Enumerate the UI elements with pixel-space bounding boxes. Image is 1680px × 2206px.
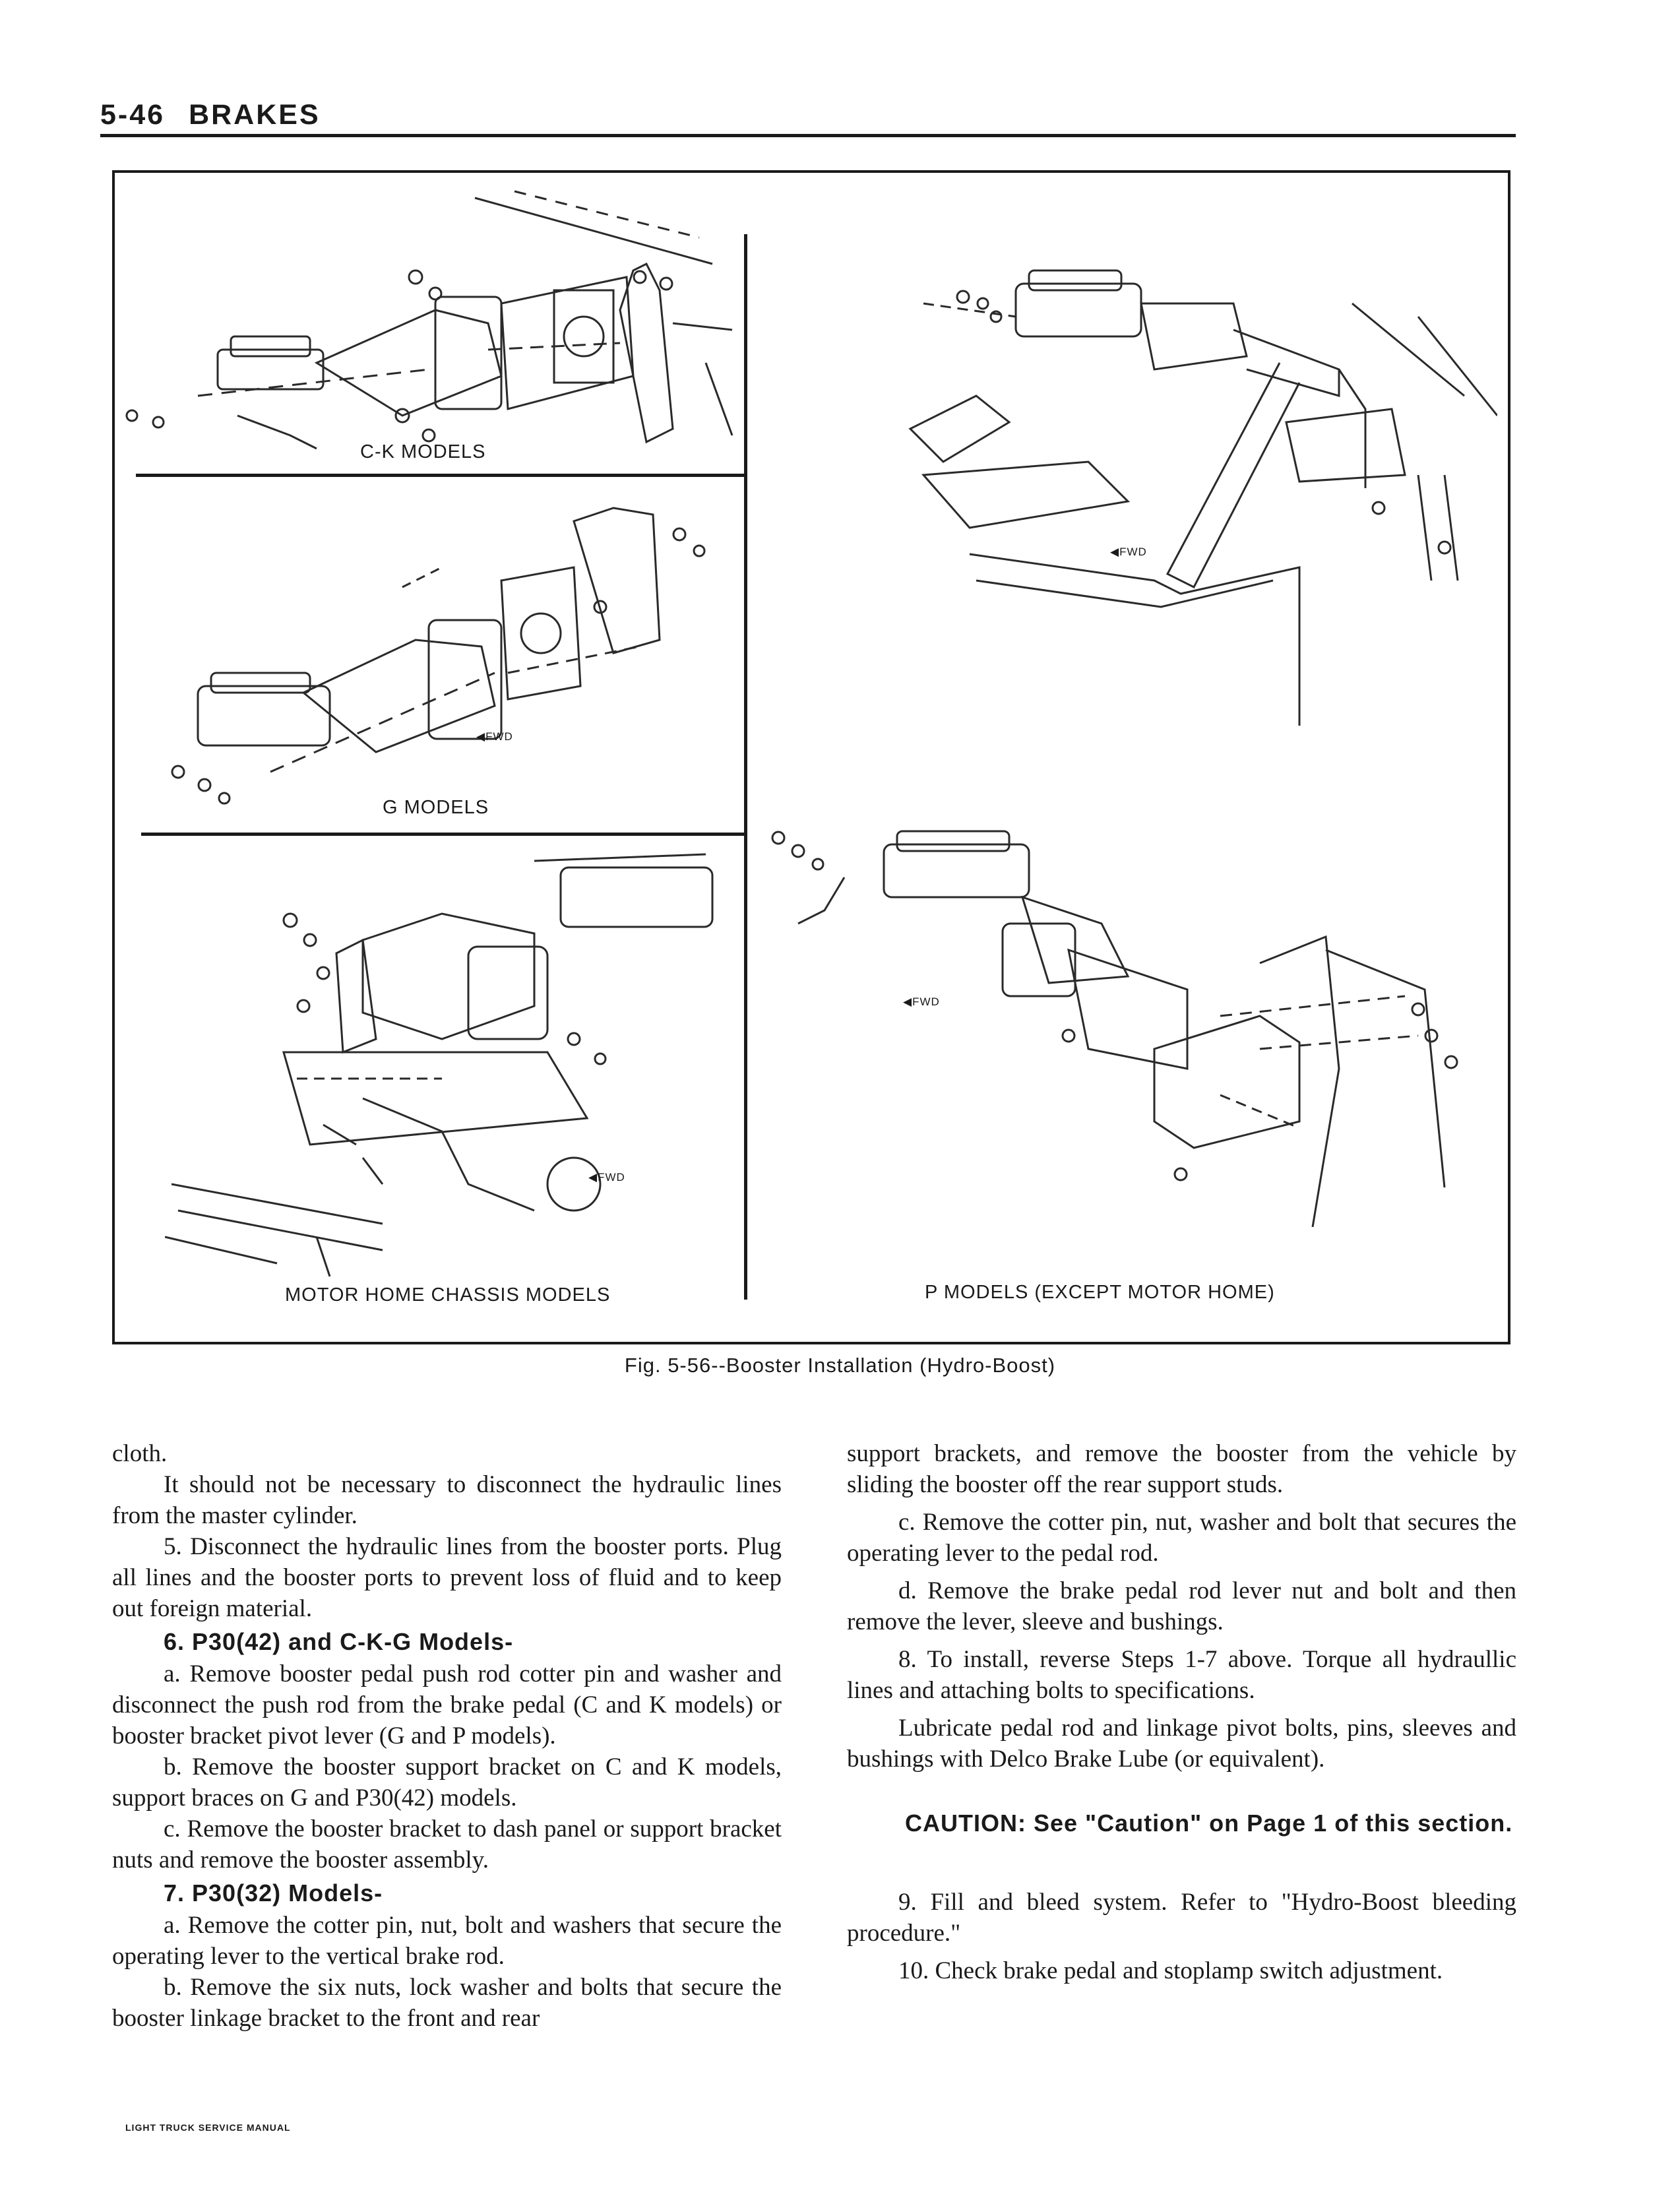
footer: LIGHT TRUCK SERVICE MANUAL bbox=[125, 2122, 291, 2133]
paragraph: b. Remove the six nuts, lock washer and … bbox=[112, 1974, 782, 2032]
p-upper-fwd-arrow: ◀FWD bbox=[1110, 546, 1147, 558]
paragraph: 9. Fill and bleed system. Refer to "Hydr… bbox=[847, 1889, 1516, 1947]
p-lower-fwd-label: FWD bbox=[912, 995, 940, 1008]
section-title: BRAKES bbox=[189, 99, 321, 131]
motor-home-illustration bbox=[165, 841, 739, 1276]
step-heading: 7. P30(32) Models- bbox=[164, 1879, 383, 1907]
g-fwd-label: FWD bbox=[485, 730, 513, 743]
paragraph: 10. Check brake pedal and stoplamp switc… bbox=[898, 1957, 1443, 1984]
paragraph: d. Remove the brake pedal rod lever nut … bbox=[847, 1577, 1516, 1635]
p-models-label: P MODELS (EXCEPT MOTOR HOME) bbox=[925, 1282, 1275, 1303]
left-column: cloth. It should not be necessary to disc… bbox=[112, 1438, 782, 2034]
motor-home-fwd-arrow: ◀FWD bbox=[588, 1171, 625, 1183]
header-rule bbox=[100, 134, 1516, 137]
motor-home-label: MOTOR HOME CHASSIS MODELS bbox=[285, 1284, 611, 1306]
motor-home-fwd-label: FWD bbox=[598, 1171, 625, 1183]
paragraph: 8. To install, reverse Steps 1-7 above. … bbox=[847, 1646, 1516, 1704]
figure-box bbox=[112, 170, 1510, 1344]
p-lower-fwd-arrow: ◀FWD bbox=[903, 995, 940, 1008]
paragraph: cloth. bbox=[112, 1440, 168, 1467]
g-models-illustration bbox=[139, 488, 732, 818]
page-header: 5-46 BRAKES bbox=[100, 99, 321, 131]
g-fwd-arrow: ◀FWD bbox=[476, 730, 513, 743]
paragraph: It should not be necessary to disconnect… bbox=[112, 1471, 782, 1529]
paragraph: c. Remove the booster bracket to dash pa… bbox=[112, 1815, 782, 1874]
figure-divider-ck-g bbox=[136, 474, 744, 477]
right-column: support brackets, and remove the booster… bbox=[847, 1438, 1516, 1986]
p-upper-fwd-label: FWD bbox=[1119, 546, 1147, 558]
paragraph: support brackets, and remove the booster… bbox=[847, 1440, 1516, 1498]
paragraph: 5. Disconnect the hydraulic lines from t… bbox=[112, 1533, 782, 1622]
page-number: 5-46 bbox=[100, 99, 166, 131]
figure-caption: Fig. 5-56--Booster Installation (Hydro-B… bbox=[624, 1354, 1056, 1377]
paragraph: b. Remove the booster support bracket on… bbox=[112, 1753, 782, 1812]
caution-note: CAUTION: See "Caution" on Page 1 of this… bbox=[905, 1810, 1513, 1837]
paragraph: Lubricate pedal rod and linkage pivot bo… bbox=[847, 1715, 1516, 1773]
g-models-label: G MODELS bbox=[383, 797, 489, 818]
figure-divider-g-motorhome bbox=[141, 833, 744, 836]
ck-models-illustration bbox=[119, 178, 739, 455]
figure-divider-vertical bbox=[744, 234, 747, 1300]
p-models-lower-illustration bbox=[759, 818, 1497, 1227]
ck-models-label: C-K MODELS bbox=[360, 441, 486, 462]
paragraph: a. Remove the cotter pin, nut, bolt and … bbox=[112, 1912, 782, 1970]
right-after-caution: 9. Fill and bleed system. Refer to "Hydr… bbox=[847, 1887, 1516, 1986]
p-models-upper-illustration bbox=[759, 264, 1497, 726]
paragraph: a. Remove booster pedal push rod cotter … bbox=[112, 1660, 782, 1749]
step-heading: 6. P30(42) and C-K-G Models- bbox=[164, 1628, 514, 1655]
paragraph: c. Remove the cotter pin, nut, washer an… bbox=[847, 1509, 1516, 1567]
right-before-caution: support brackets, and remove the booster… bbox=[847, 1438, 1516, 1775]
